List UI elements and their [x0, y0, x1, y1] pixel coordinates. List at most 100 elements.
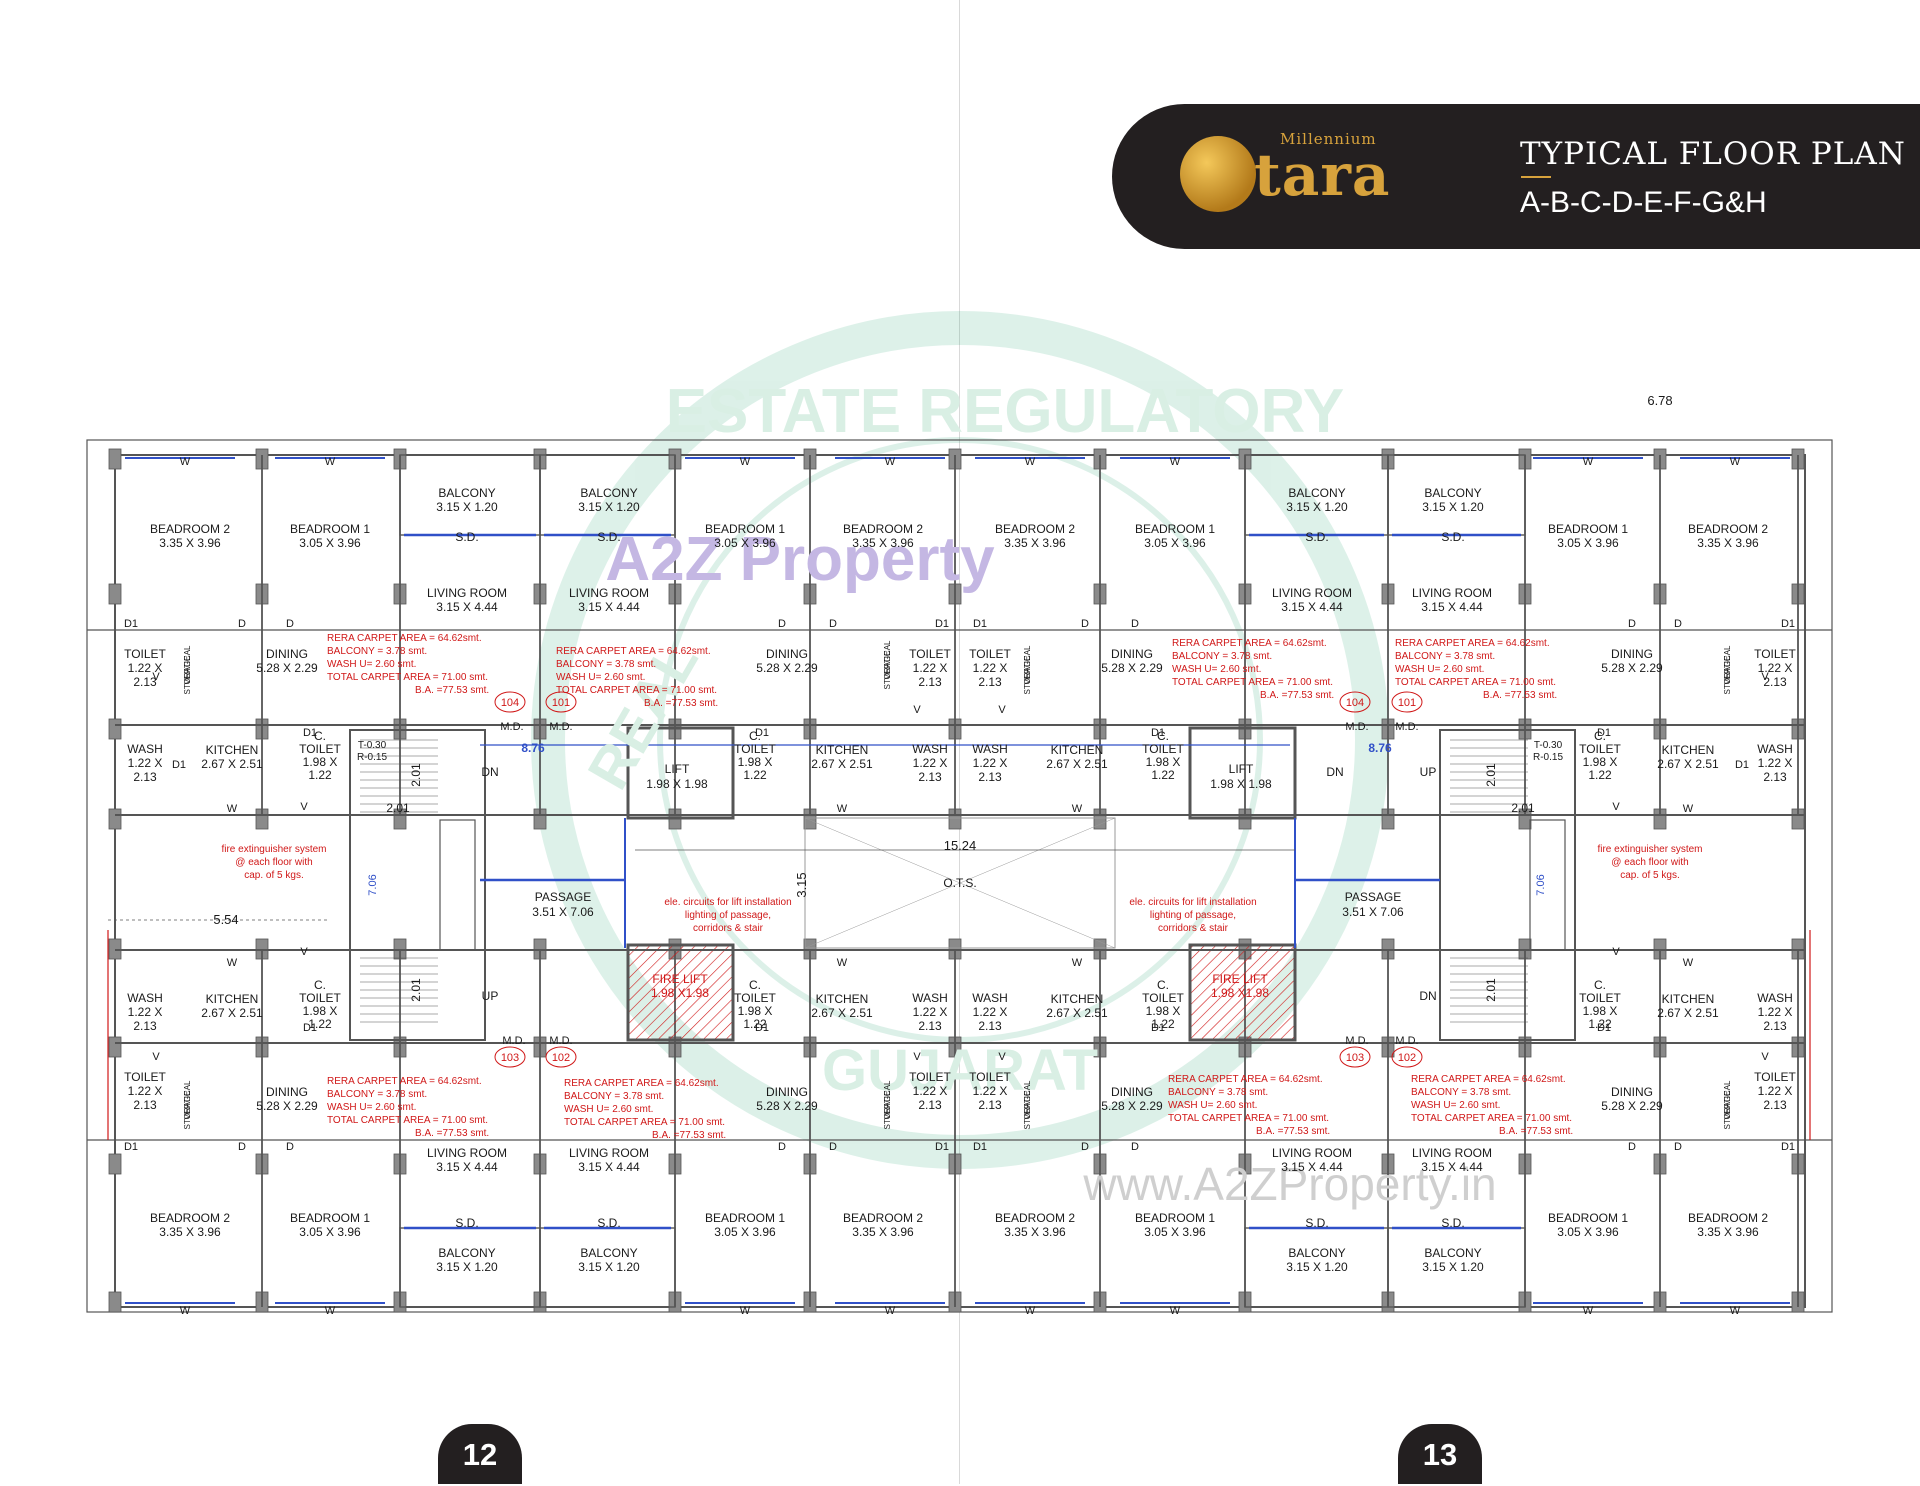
- rera-area-line-7: BALCONY = 3.78 smt.: [556, 659, 656, 670]
- stair-dimension-4: 2.01: [1484, 978, 1498, 1002]
- room-common-toilet-17: C.: [314, 978, 326, 992]
- room-living-11: LIVING ROOM: [569, 1146, 649, 1160]
- unit-marker-2: [545, 691, 577, 713]
- stair-down-label-1: DN: [481, 765, 498, 779]
- page-title: TYPICAL FLOOR PLAN: [1520, 136, 1906, 172]
- room-toilet-18: 2.13: [918, 1098, 942, 1112]
- room-balcony-15: BALCONY: [1424, 1246, 1481, 1260]
- stair-dimension-3: 2.01: [1484, 763, 1498, 787]
- room-dining-7: DINING: [1611, 647, 1653, 661]
- room-common-toilet-3: 1.98 X: [303, 755, 338, 769]
- fire-lift-shaft-2: [1188, 943, 1297, 1042]
- fire-lift-shaft-1: [626, 943, 735, 1042]
- room-common-toilet-10: TOILET: [1142, 742, 1184, 756]
- passage-dims-2: 3.51 X 7.06: [1342, 905, 1404, 919]
- room-dining-5: DINING: [1111, 647, 1153, 661]
- door-label-31: D1: [755, 727, 769, 739]
- door-label-14: D: [238, 1141, 246, 1153]
- dimension-label-876-2: 8.76: [1368, 741, 1392, 755]
- column-3: [108, 718, 122, 740]
- ventilator-label-3: V: [913, 704, 921, 716]
- rera-area-line-39: TOTAL CARPET AREA = 71.00 smt.: [1411, 1113, 1572, 1124]
- room-common-toilet-6: TOILET: [734, 742, 776, 756]
- passage-label-1: PASSAGE: [535, 890, 591, 904]
- room-toilet-2: 1.22 X: [128, 661, 163, 675]
- room-balcony-11: BALCONY: [580, 1246, 637, 1260]
- rera-area-line-31: RERA CARPET AREA = 64.62smt.: [1168, 1074, 1323, 1085]
- room-toilet-13: TOILET: [124, 1070, 166, 1084]
- door-label-22: D: [1628, 1141, 1636, 1153]
- room-living-9: LIVING ROOM: [427, 1146, 507, 1160]
- room-bedroom-2-5: BEADROOM 2: [995, 522, 1075, 536]
- page-fold: [959, 0, 960, 1484]
- rera-area-line-5: B.A. =77.53 smt.: [415, 685, 489, 696]
- door-label-26: D1: [1735, 759, 1749, 771]
- main-door-label-2: M.D.: [549, 721, 572, 733]
- room-living-5: LIVING ROOM: [1272, 586, 1352, 600]
- room-living-4: 3.15 X 4.44: [578, 600, 640, 614]
- unit-number-5: 103: [501, 1052, 519, 1064]
- rera-area-line-23: WASH U= 2.60 smt.: [327, 1102, 416, 1113]
- room-kitchen-13: KITCHEN: [1051, 992, 1104, 1006]
- room-living-15: LIVING ROOM: [1412, 1146, 1492, 1160]
- column-2: [108, 583, 122, 605]
- logo-wordmark: tara: [1254, 141, 1391, 209]
- room-kitchen-16: 2.67 X 2.51: [1657, 1006, 1719, 1020]
- room-toilet-12: 2.13: [1763, 675, 1787, 689]
- door-label-2: D: [238, 618, 246, 630]
- room-kitchen-6: 2.67 X 2.51: [1046, 757, 1108, 771]
- window-label-18: W: [227, 957, 238, 969]
- lift-label-1: LIFT: [665, 762, 690, 776]
- room-dining-14: 5.28 X 2.29: [1101, 1099, 1163, 1113]
- fire-extinguisher-note-2: @ each floor with: [235, 857, 312, 868]
- door-label-21: D: [1131, 1141, 1139, 1153]
- rera-area-line-13: WASH U= 2.60 smt.: [1172, 664, 1261, 675]
- room-bedroom-2-14: 3.35 X 3.96: [1004, 1225, 1066, 1239]
- window-label-16: W: [1730, 1305, 1741, 1317]
- unit-number-4: 101: [1398, 697, 1416, 709]
- sliding-door-label-4: S.D.: [1441, 530, 1464, 544]
- rera-area-line-35: B.A. =77.53 smt.: [1256, 1126, 1330, 1137]
- rera-area-line-11: RERA CARPET AREA = 64.62smt.: [1172, 638, 1327, 649]
- room-common-toilet-29: C.: [1594, 978, 1606, 992]
- ventilator-label-6: V: [1761, 671, 1769, 683]
- ots-label-1: O.T.S.: [943, 876, 976, 890]
- sliding-door-label-1: S.D.: [455, 530, 478, 544]
- rera-area-line-33: WASH U= 2.60 smt.: [1168, 1100, 1257, 1111]
- window-label-4: W: [325, 1305, 336, 1317]
- room-balcony-12: 3.15 X 1.20: [578, 1260, 640, 1274]
- room-kitchen-8: 2.67 X 2.51: [1657, 757, 1719, 771]
- door-label-17: D: [829, 1141, 837, 1153]
- unit-number-6: 102: [552, 1052, 570, 1064]
- room-dining-1: DINING: [266, 647, 308, 661]
- rera-area-line-2: BALCONY = 3.78 smt.: [327, 646, 427, 657]
- door-label-28: D1: [1597, 727, 1611, 739]
- rera-area-line-20: B.A. =77.53 smt.: [1483, 690, 1557, 701]
- room-dining-11: DINING: [766, 1085, 808, 1099]
- room-wash-11: 1.22 X: [1758, 756, 1793, 770]
- brand-logo: Millennium tara: [1180, 126, 1410, 226]
- room-kitchen-12: 2.67 X 2.51: [811, 1006, 873, 1020]
- room-common-toilet-21: C.: [749, 978, 761, 992]
- room-common-toilet-4: 1.22: [308, 768, 332, 782]
- rera-area-line-28: WASH U= 2.60 smt.: [564, 1104, 653, 1115]
- room-toilet-16: TOILET: [909, 1070, 951, 1084]
- room-bedroom-2-2: 3.35 X 3.96: [159, 536, 221, 550]
- dimension-label-876-1: 8.76: [521, 741, 545, 755]
- room-kitchen-1: KITCHEN: [206, 743, 259, 757]
- unit-marker-5: [494, 1046, 526, 1068]
- rera-area-line-25: B.A. =77.53 smt.: [415, 1128, 489, 1139]
- room-common-toilet-26: TOILET: [1142, 991, 1184, 1005]
- passage-label-2: PASSAGE: [1345, 890, 1401, 904]
- riser-label-1: R-0.15: [357, 752, 387, 763]
- unit-number-1: 104: [501, 697, 519, 709]
- room-dining-9: DINING: [266, 1085, 308, 1099]
- room-kitchen-3: KITCHEN: [816, 743, 869, 757]
- room-wash-18: 2.13: [918, 1019, 942, 1033]
- door-label-20: D: [1081, 1141, 1089, 1153]
- room-bedroom-2-8: 3.35 X 3.96: [1697, 536, 1759, 550]
- room-toilet-1: TOILET: [124, 647, 166, 661]
- rera-area-line-12: BALCONY = 3.78 smt.: [1172, 651, 1272, 662]
- vertical-storage-label-15: VERTICAL: [1723, 1080, 1732, 1120]
